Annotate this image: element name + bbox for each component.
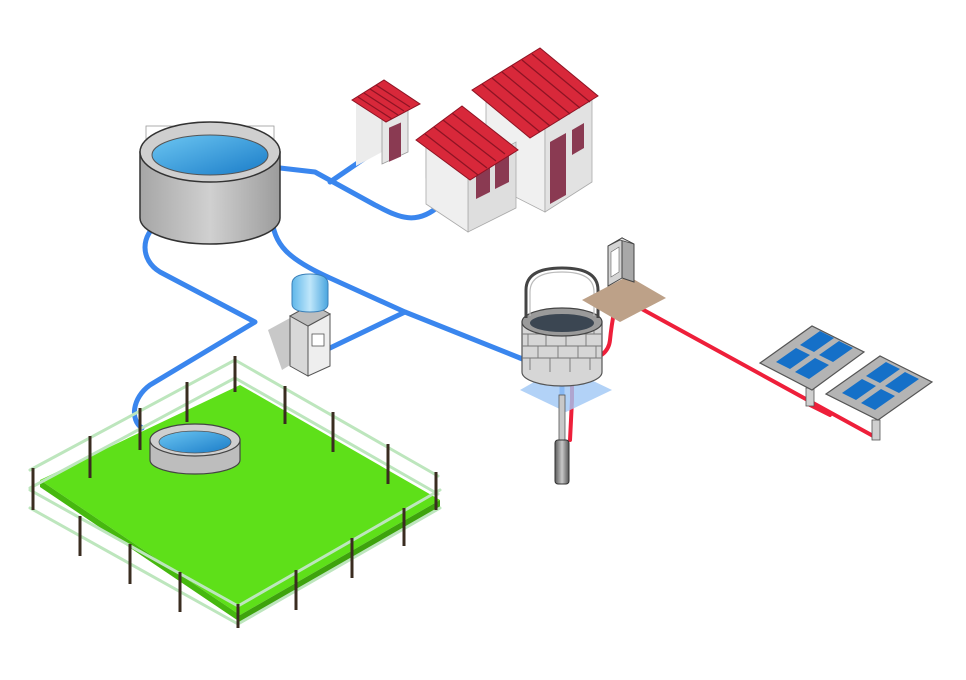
pump-body [554,439,570,485]
fenced-pasture [40,385,440,622]
panel2-stand [871,419,881,441]
panel2-frame [824,355,934,421]
well-wall [521,321,603,387]
panel1-stand [805,387,815,407]
pump-controller [582,237,666,322]
tank-water [151,134,269,176]
main-house-front-roof [415,105,519,181]
pipe-tank-to-houses [277,165,443,221]
main-house [415,47,599,233]
water-dispenser [268,273,332,377]
panel1-cell-4 [819,341,853,362]
fence-rail-front-right-lower [236,506,442,626]
controller-box-side [621,237,635,283]
main-house-tall-door [550,133,566,204]
main-house-tall-roof-ridges [481,53,591,133]
controller-box-top [607,237,635,247]
main-house-tall-window [572,123,584,155]
panel1-cell-1 [776,348,810,369]
cable-panel1-link [808,403,832,417]
small-house-door [389,122,401,162]
pipe-to-dispenser [327,309,408,351]
small-house-roof-ridges [357,84,411,120]
main-house-front-roof-ridges [424,112,506,176]
controller-ground-patch [582,276,666,322]
stone-well [520,266,612,412]
main-house-tall-roof [471,47,599,139]
dispenser-taps [311,333,325,347]
panel2-cell-4 [885,372,919,393]
small-house [351,79,421,166]
fence-rails [28,358,442,626]
panel1-cell-2 [800,331,834,352]
storage-tank [139,121,281,245]
fence-rail-front-left-upper [28,488,240,608]
panel2-cell-1 [842,379,876,400]
small-house-roof [351,79,421,123]
solar-panel-2 [824,355,934,441]
main-house-window-2 [495,155,509,189]
fence-rail-back-right-upper [233,358,440,478]
pasture-fence [28,356,442,628]
panel2-cell-3 [861,389,895,410]
fence-rail-back-left-upper [28,358,237,472]
pump-pipe [558,394,566,446]
submersible-pump [554,394,570,485]
fence-posts [31,356,438,628]
controller-panel [610,246,620,278]
pasture-edge-right [240,500,440,622]
pasture-grass [40,385,440,615]
well-handle-inner [529,271,595,316]
solar-panel-1 [758,325,866,407]
dispenser-bottle [291,273,329,313]
fence-rail-back-right-lower [233,376,440,496]
fence-rail-front-right-upper [236,488,442,608]
trough-water [158,430,232,454]
panel1-cell-3 [795,358,829,379]
well-handle [524,266,600,318]
fence-rail-back-left-lower [28,376,237,490]
panel2-cell-2 [866,362,900,383]
fence-rail-front-left-lower [28,506,240,626]
well-hole [530,314,594,332]
livestock-trough [149,423,241,475]
